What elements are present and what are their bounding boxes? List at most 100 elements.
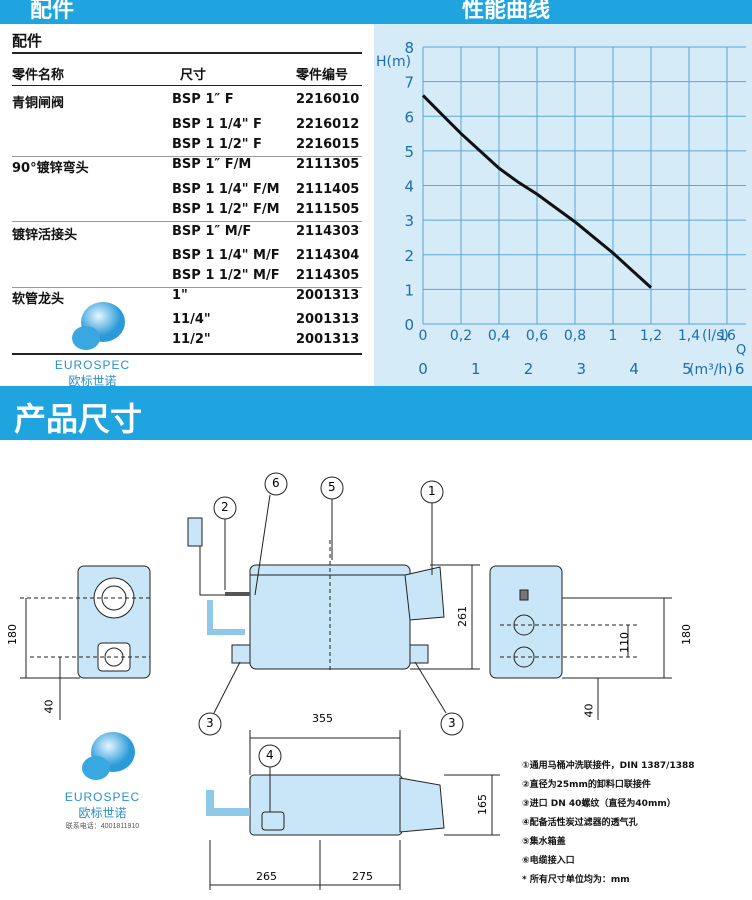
- x-tick-label-m3h: 0: [418, 360, 428, 378]
- logo-cn-2: 欧标世诺: [78, 806, 127, 820]
- x-units-ls: (l/s): [702, 328, 729, 344]
- header-rule: [12, 85, 362, 86]
- table-cell-name: 青铜闸阀: [12, 96, 65, 111]
- table-cell-code: 2114305: [296, 268, 360, 283]
- x-tick-label-ls: 0: [419, 328, 428, 344]
- x-tick-label-ls: 1,2: [640, 328, 662, 344]
- table-cell-size: BSP 1 1/2" M/F: [172, 268, 280, 283]
- y-tick-label: 3: [404, 212, 414, 230]
- logo-cn: 欧标世诺: [68, 374, 117, 388]
- balloon-logo-icon: [81, 732, 135, 780]
- table-cell-name: 镀锌活接头: [12, 228, 78, 243]
- table-cell-size: BSP 1″ F/M: [172, 157, 252, 172]
- legend-item-1: ①通用马桶冲洗联接件，DIN 1387/1388: [522, 761, 695, 771]
- dim-40-right: 40: [582, 703, 596, 718]
- table-cell-size: BSP 1″ M/F: [172, 224, 252, 239]
- table-cell-code: 2111505: [296, 202, 360, 217]
- x-tick-label-m3h: 4: [629, 360, 639, 378]
- logo-brand-2: EUROSPEC: [64, 790, 141, 804]
- dim-180-right: 180: [680, 624, 693, 645]
- row-group-divider: [12, 287, 362, 288]
- top-view: [206, 730, 500, 890]
- x-tick-label-m3h: 2: [524, 360, 534, 378]
- table-cell-code: 2111405: [296, 182, 360, 197]
- eurospec-logo-top: EUROSPEC 欧标世诺: [30, 300, 155, 389]
- callouts: [198, 472, 464, 812]
- y-tick-label: 4: [404, 178, 414, 196]
- dimensions-banner: 产品尺寸: [0, 386, 752, 440]
- callout-1: 1: [428, 484, 436, 498]
- table-cell-size: 1": [172, 288, 188, 303]
- callout-4: 4: [266, 748, 274, 762]
- x-tick-label-ls: 0,8: [564, 328, 586, 344]
- dim-40-left: 40: [42, 699, 56, 714]
- table-cell-size: 11/4": [172, 312, 211, 327]
- y-tick-label: 7: [404, 74, 414, 92]
- accessories-bar-title: 配件: [30, 0, 75, 23]
- table-cell-code: 2001313: [296, 332, 360, 347]
- header-part-name: 零件名称: [12, 68, 65, 83]
- row-group-divider: [12, 221, 362, 222]
- x-tick-label-ls: 16: [718, 328, 736, 344]
- dimensions-title: 产品尺寸: [14, 400, 143, 438]
- y-tick-label: 6: [404, 108, 414, 126]
- callout-5: 5: [328, 480, 336, 494]
- y-tick-label: 0: [404, 316, 414, 334]
- table-cell-code: 2216012: [296, 117, 360, 132]
- table-cell-size: BSP 1 1/2" F: [172, 137, 262, 152]
- x-tick-label-ls: 0,2: [450, 328, 472, 344]
- table-cell-code: 2001313: [296, 312, 360, 327]
- x-tick-label-ls: 1: [609, 328, 618, 344]
- side-view-left: [20, 565, 151, 720]
- logo-contact: 联系电话：4001811910: [65, 823, 140, 830]
- units-note: * 所有尺寸单位均为：mm: [522, 875, 630, 885]
- table-cell-code: 2216010: [296, 92, 360, 107]
- table-cell-size: 11/2": [172, 332, 211, 347]
- table-cell-size: BSP 1 1/4" M/F: [172, 248, 280, 263]
- table-cell-size: BSP 1″ F: [172, 92, 234, 107]
- y-axis-label: H(m): [376, 54, 411, 70]
- dim-261: 261: [456, 606, 469, 627]
- performance-curve: [421, 94, 653, 289]
- dim-275: 275: [352, 870, 373, 883]
- dim-180-left: 180: [6, 624, 19, 645]
- x-tick-label-m3h: 6: [735, 360, 745, 378]
- eurospec-logo-bottom: EUROSPEC 欧标世诺 联系电话：4001811910: [40, 730, 165, 831]
- legend-item-5: ⑤集水箱盖: [522, 837, 566, 847]
- x-tick-label-m3h: 5: [682, 360, 692, 378]
- callout-2: 2: [221, 500, 229, 514]
- x-axis-label: Q: [736, 343, 746, 358]
- dim-165: 165: [476, 794, 489, 815]
- legend-item-2: ②直径为25mm的卸料口联接件: [522, 780, 651, 790]
- callout-6: 6: [272, 476, 280, 490]
- table-cell-code: 2114303: [296, 224, 360, 239]
- performance-bar-title: 性能曲线: [462, 0, 551, 23]
- table-cell-size: BSP 1 1/4" F: [172, 117, 262, 132]
- table-bottom-rule: [12, 353, 362, 355]
- x-tick-label-m3h: 3: [577, 360, 587, 378]
- callout-3-left: 3: [206, 716, 214, 730]
- y-tick-label: 8: [404, 39, 414, 57]
- table-cell-code: 2114304: [296, 248, 360, 263]
- side-view-right: [489, 565, 672, 720]
- dim-355: 355: [312, 712, 333, 725]
- callout-3-right: 3: [448, 716, 456, 730]
- x-tick-label-ls: 0,6: [526, 328, 548, 344]
- table-cell-size: BSP 1 1/4" F/M: [172, 182, 280, 197]
- table-cell-name: 90°镀锌弯头: [12, 161, 89, 176]
- table-cell-code: 2001313: [296, 288, 360, 303]
- technical-drawing: [20, 472, 672, 890]
- x-tick-label-ls: 0,4: [488, 328, 510, 344]
- logo-brand: EUROSPEC: [54, 358, 131, 372]
- legend-item-6: ⑥电缆接入口: [522, 856, 575, 866]
- y-tick-label: 2: [404, 247, 414, 265]
- y-tick-label: 5: [404, 143, 414, 161]
- dim-265: 265: [256, 870, 277, 883]
- x-tick-label-ls: 1,4: [678, 328, 700, 344]
- x-units-m3h: (m³/h): [689, 362, 733, 378]
- balloon-logo-icon: [71, 302, 125, 350]
- parts-legend: ①通用马桶冲洗联接件，DIN 1387/1388 ②直径为25mm的卸料口联接件…: [522, 758, 747, 872]
- accessories-title: 配件: [12, 32, 43, 50]
